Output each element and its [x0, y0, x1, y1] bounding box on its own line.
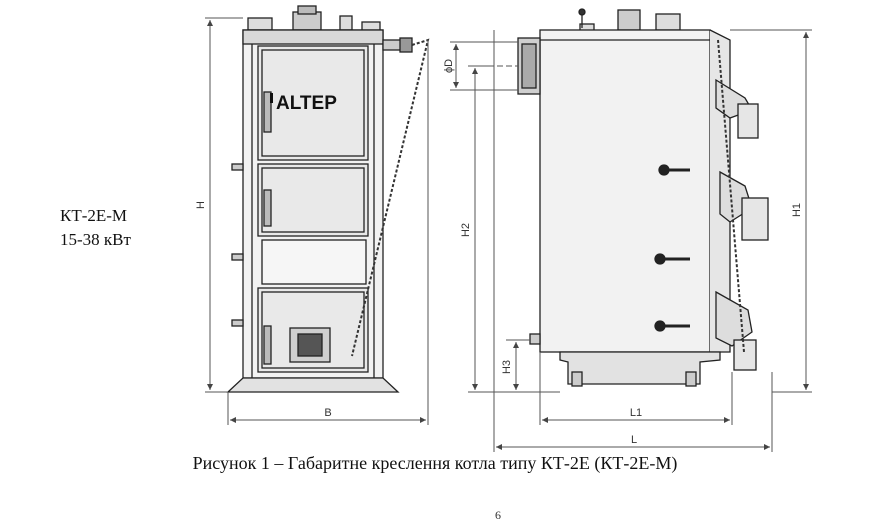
side-top-fitting-2	[655, 13, 681, 31]
brand-logo: ALTEP	[276, 93, 337, 114]
dim-height	[205, 17, 243, 393]
dim-h2-label: H2	[460, 223, 472, 237]
middle-door-handle	[263, 189, 272, 227]
side-back-fitting	[529, 333, 541, 345]
draft-regulator	[399, 37, 413, 53]
side-view	[517, 8, 769, 387]
dim-length1-label: L1	[630, 407, 642, 419]
dim-length-label: L	[631, 434, 637, 446]
middle-panel	[261, 239, 367, 285]
side-base	[559, 351, 721, 385]
ash-door-side	[715, 290, 753, 347]
upper-door-handle	[263, 91, 272, 133]
front-view	[226, 5, 430, 393]
brand-mark	[270, 93, 273, 103]
side-knob-2	[654, 253, 666, 265]
air-damper-window	[297, 333, 323, 357]
dim-height-label: H	[195, 201, 207, 209]
side-foot-right	[685, 371, 697, 387]
middle-door-inner	[261, 167, 365, 233]
dim-extension-lines	[493, 30, 773, 452]
dim-h1-label: H1	[791, 203, 803, 217]
dim-h3	[506, 339, 530, 390]
middle-door	[257, 163, 369, 237]
dim-flue-diameter-label: ϕD	[443, 59, 455, 73]
upper-door-inner	[261, 49, 365, 157]
boiler-body-side	[539, 29, 711, 353]
dim-h2	[468, 65, 560, 393]
middle-door-latch	[741, 197, 769, 241]
upper-door	[257, 45, 369, 161]
side-foot-left	[571, 371, 583, 387]
side-knob-1	[658, 164, 670, 176]
model-label: КТ-2Е-М	[60, 206, 128, 225]
page-number: 6	[495, 508, 501, 522]
flue-cap	[297, 5, 317, 15]
fitting-right-top	[382, 39, 402, 51]
thermo-knob	[578, 8, 586, 16]
top-fitting-left	[247, 17, 273, 31]
dim-h1	[730, 29, 812, 393]
flue-pipe-top	[292, 11, 322, 31]
dim-h3-label: H3	[501, 360, 513, 374]
fitting-left-2	[231, 253, 244, 261]
ash-door-handle	[263, 325, 272, 365]
dim-width-label: B	[324, 407, 331, 419]
power-label: 15-38 кВт	[60, 230, 131, 249]
fitting-left-1	[231, 163, 244, 171]
top-valve	[339, 15, 353, 31]
side-knob-3	[654, 320, 666, 332]
ash-door-inner	[261, 291, 365, 369]
figure-caption: Рисунок 1 – Габаритне креслення котла ти…	[192, 453, 678, 473]
ash-door-latch	[733, 339, 757, 371]
base-plinth	[226, 377, 400, 393]
fitting-left-3	[231, 319, 244, 327]
flue-outlet-inner	[521, 43, 537, 89]
dim-width	[227, 40, 429, 425]
side-top-fitting	[617, 9, 641, 31]
top-cover	[242, 29, 384, 45]
upper-door-latch	[737, 103, 759, 139]
side-chain	[717, 39, 745, 353]
